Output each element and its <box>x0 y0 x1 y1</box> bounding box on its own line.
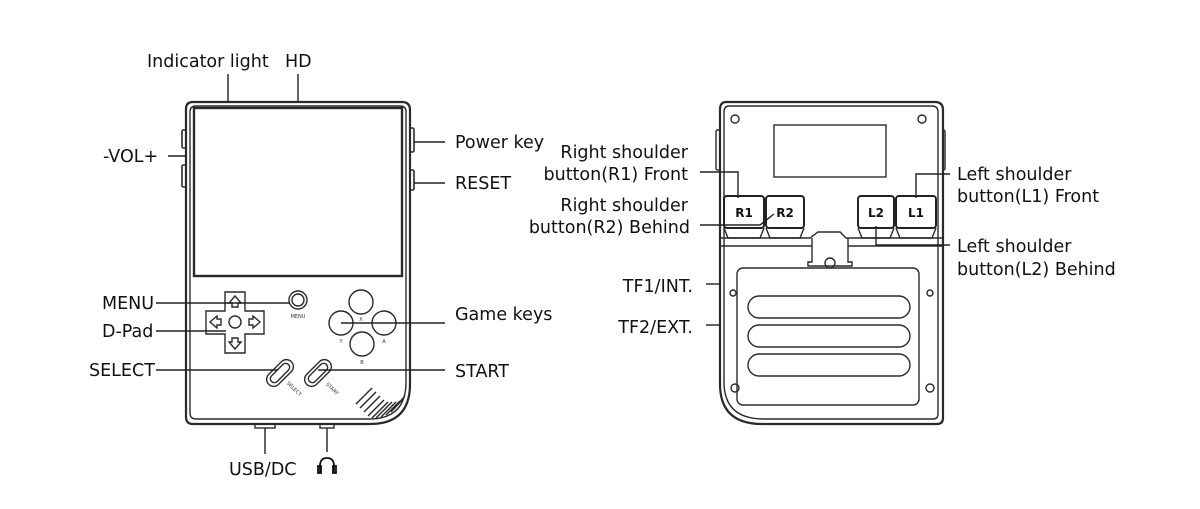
select-button <box>265 358 295 388</box>
r1-button-text: R1 <box>735 206 753 220</box>
screen <box>192 106 404 278</box>
menu-button-text: MENU <box>291 314 306 320</box>
cover-slot-2 <box>747 324 911 348</box>
screw-top-right <box>917 114 927 124</box>
label-l2-line2: button(L2) Behind <box>957 260 1116 280</box>
label-game-keys: Game keys <box>455 305 552 325</box>
start-button <box>303 358 333 388</box>
dpad-down-arrow-icon <box>227 337 243 351</box>
dpad-left-arrow-icon <box>208 314 222 330</box>
label-tf1: TF1/INT. <box>622 277 693 297</box>
label-r2-line2: button(R2) Behind <box>529 218 690 238</box>
r1-button-slope <box>723 227 765 239</box>
start-button-inner <box>307 362 329 384</box>
screw-bottom-right <box>925 383 935 393</box>
dpad-right-arrow-icon <box>248 314 262 330</box>
r2-button <box>765 195 805 229</box>
screw-mid-left <box>729 289 737 297</box>
back-center-notch <box>807 238 853 267</box>
r2-leader <box>700 213 775 226</box>
r1-button <box>723 195 765 229</box>
label-dpad: D-Pad <box>102 322 153 342</box>
label-tf2: TF2/EXT. <box>617 318 693 338</box>
front-body-inner-edge <box>189 105 407 420</box>
label-power-key: Power key <box>455 133 544 153</box>
label-indicator-light: Indicator light <box>147 52 269 72</box>
back-label-recess <box>773 124 887 178</box>
game-key-b <box>349 331 375 357</box>
label-r2-line1: Right shoulder <box>560 196 688 216</box>
l1-button-slope <box>895 227 937 239</box>
l2-button-text: L2 <box>868 206 884 220</box>
l1-button-text: L1 <box>908 206 924 220</box>
game-key-a-text: A <box>382 339 386 345</box>
game-key-x <box>348 289 374 315</box>
headphone-icon <box>317 457 337 474</box>
label-menu: MENU <box>102 294 154 314</box>
speaker-grille <box>355 387 406 419</box>
r2-button-text: R2 <box>776 206 794 220</box>
label-hd: HD <box>285 52 312 72</box>
label-vol: -VOL+ <box>103 147 158 167</box>
label-reset: RESET <box>455 174 511 194</box>
front-view: MENU X Y A B SELECT START <box>89 52 552 480</box>
cover-slot-1 <box>747 295 911 319</box>
screw-top-left <box>730 114 740 124</box>
label-select: SELECT <box>89 361 155 381</box>
cover-slot-3 <box>747 353 911 377</box>
label-l1-line2: button(L1) Front <box>957 187 1099 207</box>
label-l1-line1: Left shoulder <box>957 165 1072 185</box>
game-key-y-text: Y <box>338 339 343 345</box>
back-body <box>718 100 945 426</box>
dpad-center <box>228 315 242 329</box>
back-view: R1 R2 L2 L1 Right shoulder button(R1) Fr… <box>529 100 1116 426</box>
r2-button-slope <box>765 227 805 239</box>
label-l2-line1: Left shoulder <box>957 237 1072 257</box>
screw-bottom-left <box>730 383 740 393</box>
battery-cover <box>736 267 920 406</box>
r1-leader <box>700 171 739 198</box>
label-r1-line2: button(R1) Front <box>544 165 689 185</box>
l1-leader <box>915 173 950 198</box>
dpad <box>205 291 265 354</box>
label-start: START <box>455 362 509 382</box>
game-key-b-text: B <box>360 360 364 366</box>
game-key-x-text: X <box>359 317 363 323</box>
l2-leader <box>875 226 950 246</box>
label-usb-dc: USB/DC <box>229 460 297 480</box>
back-body-inner-edge <box>723 105 939 420</box>
label-r1-line1: Right shoulder <box>560 143 688 163</box>
menu-button-inner <box>291 293 305 307</box>
screw-mid-right <box>926 289 934 297</box>
menu-button <box>288 290 308 310</box>
